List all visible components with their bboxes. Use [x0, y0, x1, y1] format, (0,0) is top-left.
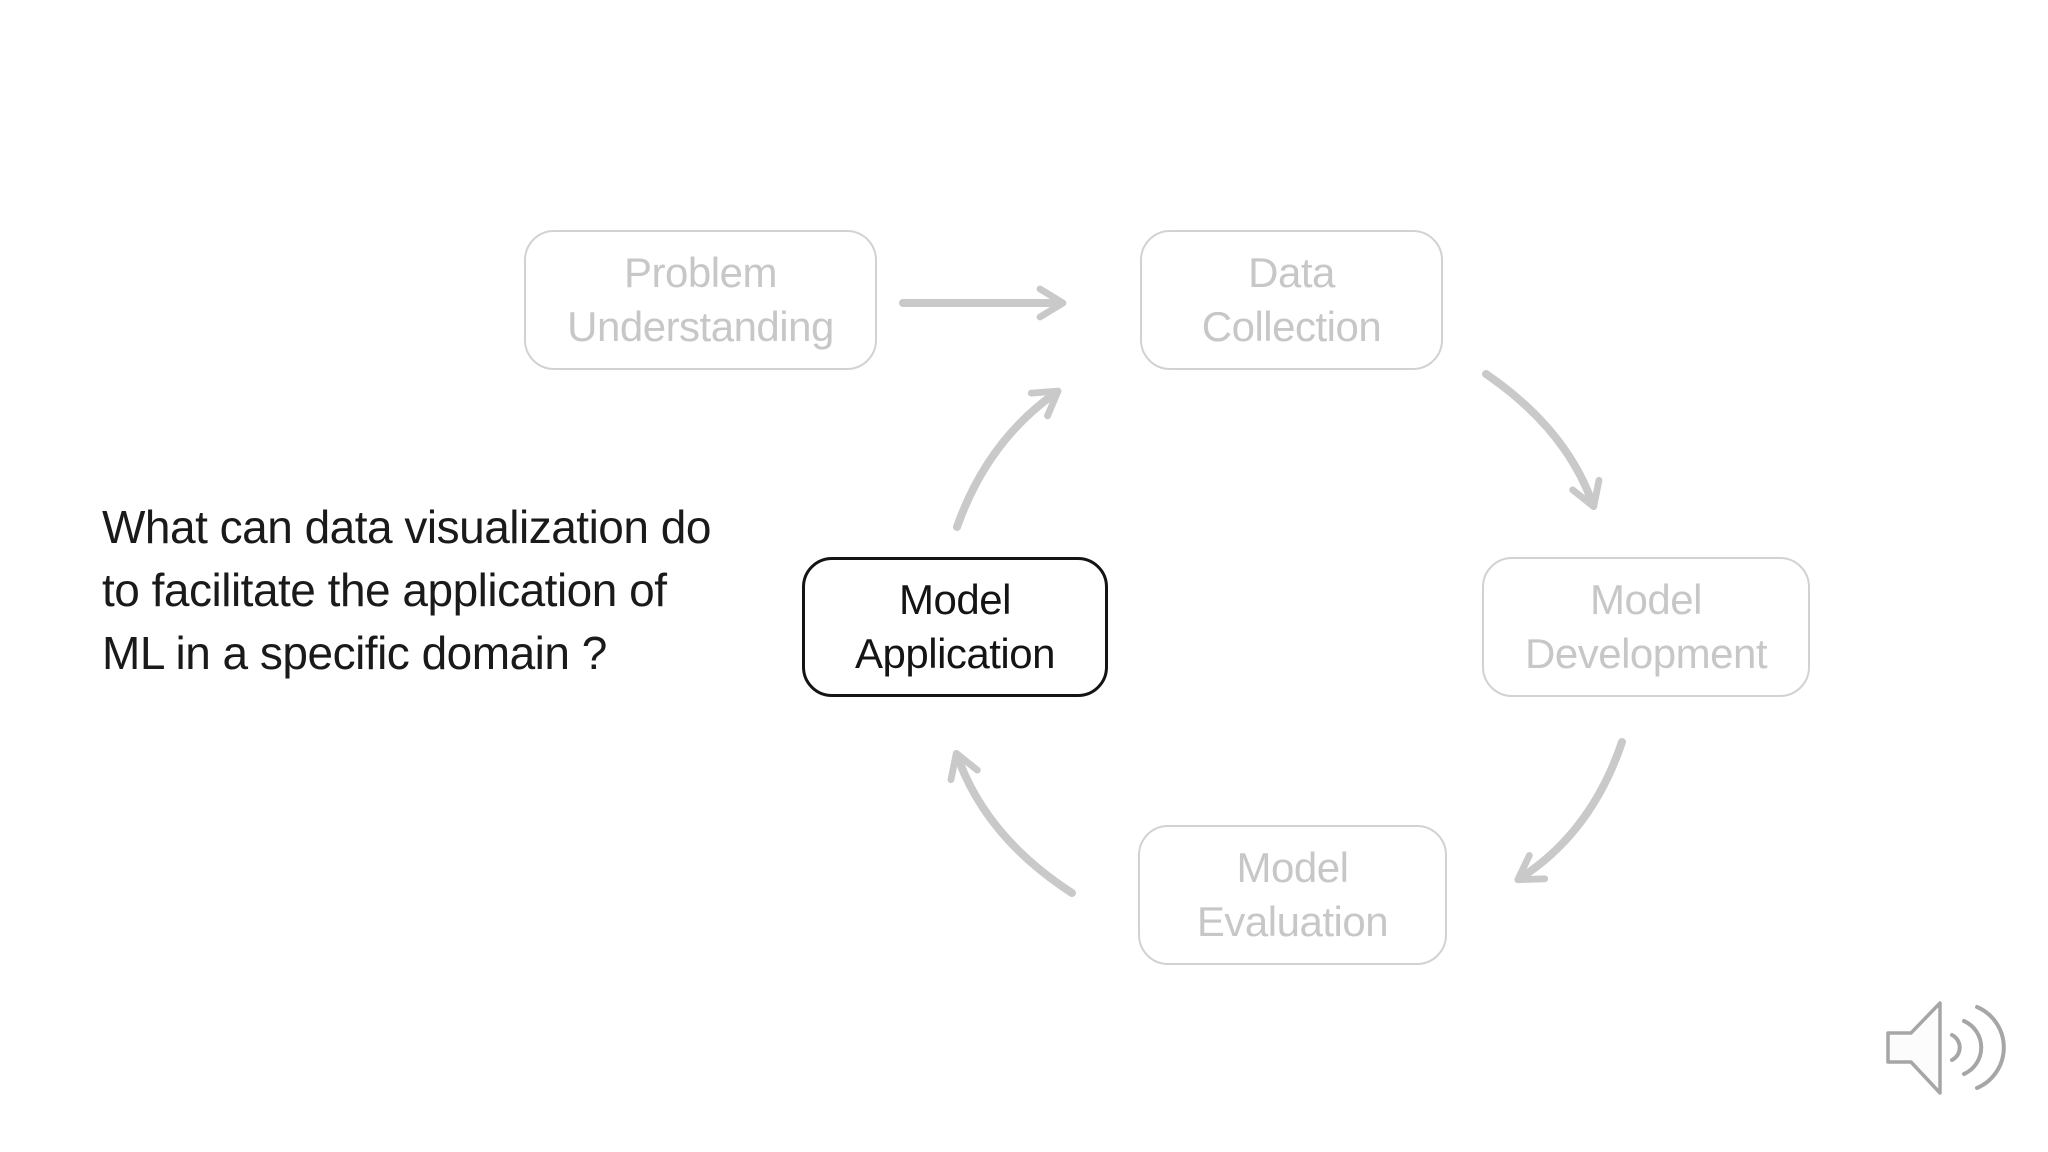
- arrow-evaluation-to-application: [947, 749, 1076, 897]
- arrow-application-to-data: [953, 387, 1062, 531]
- question-line-1: What can data visualization do: [102, 501, 711, 553]
- question-line-2: to facilitate the application of: [102, 564, 667, 616]
- node-label-line: Evaluation: [1196, 898, 1389, 945]
- node-label-line: Model: [899, 576, 1011, 623]
- question-text: What can data visualization do to facili…: [102, 496, 802, 685]
- node-data-collection: Data Collection: [1140, 230, 1443, 370]
- node-model-application: Model Application: [802, 557, 1108, 697]
- node-label-line: Development: [1525, 630, 1767, 677]
- node-model-evaluation: Model Evaluation: [1138, 825, 1447, 965]
- node-label-line: Understanding: [567, 303, 834, 350]
- audio-playback-button[interactable]: [1880, 996, 2010, 1100]
- question-line-3: ML in a specific domain ?: [102, 627, 607, 679]
- node-label-line: Collection: [1201, 303, 1382, 350]
- arrow-development-to-evaluation: [1514, 738, 1626, 884]
- node-label-line: Application: [855, 630, 1055, 677]
- node-label-line: Problem: [624, 249, 777, 296]
- node-model-development: Model Development: [1482, 557, 1810, 697]
- node-label-line: Data: [1248, 249, 1335, 296]
- node-label-line: Model: [1590, 576, 1702, 623]
- node-problem-understanding: Problem Understanding: [524, 230, 877, 370]
- speaker-audio-icon: [1886, 1001, 2006, 1095]
- node-label-line: Model: [1236, 844, 1349, 891]
- arrow-data-to-development: [1482, 370, 1603, 511]
